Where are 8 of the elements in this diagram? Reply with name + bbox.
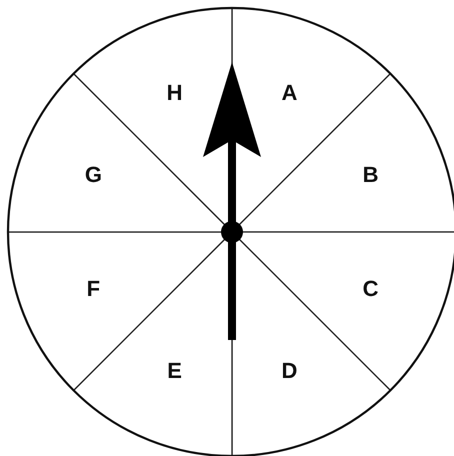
sector-letter: E xyxy=(167,360,182,382)
sector-letter: A xyxy=(281,82,298,104)
sector-letter: D xyxy=(281,360,298,382)
sector-letter: F xyxy=(86,278,100,300)
sector-letter: C xyxy=(362,278,379,300)
sector-letter: B xyxy=(362,164,379,186)
sector-letter: G xyxy=(84,164,102,186)
sector-letter: H xyxy=(166,82,183,104)
